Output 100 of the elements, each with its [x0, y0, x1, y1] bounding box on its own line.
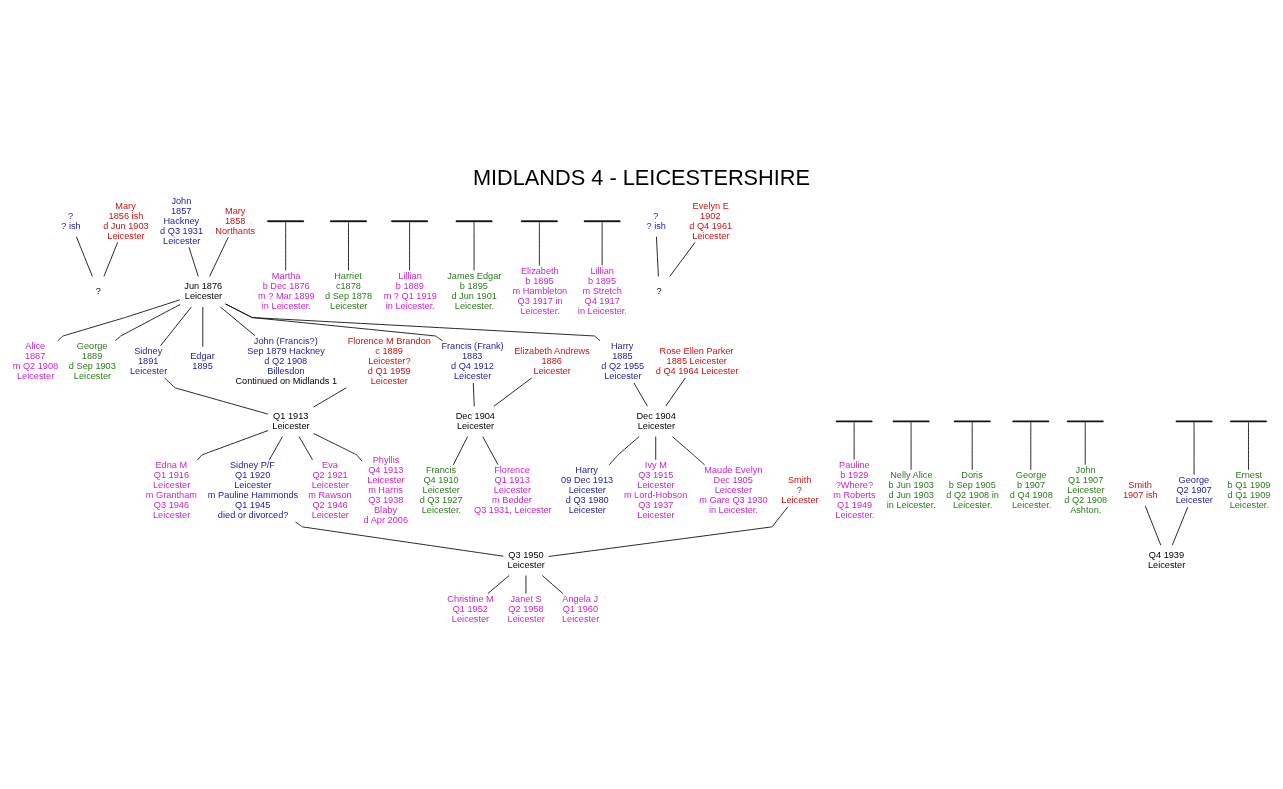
node-text: Harry 09 Dec 1913 Leicester d Q3 1980 Leicester: [561, 464, 614, 515]
node-text: Dec 1904 Leicester: [636, 410, 676, 431]
node-text: ? ? ish: [646, 210, 666, 231]
node-bar: [455, 219, 493, 222]
node-text: ? ? ish: [61, 210, 81, 231]
node-bar: [267, 219, 305, 222]
connector: [633, 382, 648, 407]
node-text: Q3 1950 Leicester: [507, 549, 545, 570]
connector: [473, 221, 475, 271]
node-bar: [520, 219, 558, 222]
node-text: Edgar 1895: [190, 350, 215, 371]
node-text: Mary 1856 ish d Jun 1903 Leicester: [103, 200, 149, 241]
node-text: Harriet c1878 d Sep 1878 Leicester: [325, 270, 373, 311]
connector: [160, 306, 192, 346]
connector: [219, 306, 256, 336]
node-text: Phyllis Q4 1913 Leicester m Harris Q3 1938 Blaby d Apr 2006: [363, 454, 408, 525]
node-text: James Edgar b 1895 d Jun 1901 Leicester.: [447, 270, 502, 311]
node-text: George Q2 1907 Leicester: [1175, 474, 1213, 505]
connector: [409, 221, 410, 271]
node-text: Evelyn E 1902 d Q4 1961 Leicester: [689, 200, 733, 241]
connector: [671, 435, 705, 465]
connector: [295, 521, 504, 557]
connector: [665, 377, 686, 406]
node-text: Janet S Q2 1958 Leicester: [507, 593, 545, 624]
connector: [548, 505, 789, 557]
connector: [971, 421, 973, 470]
connector: [853, 421, 855, 460]
node-text: Elizabeth b 1895 m Hambleton Q3 1917 in Leicester.: [512, 265, 568, 316]
connector: [285, 221, 287, 271]
node-text: Ernest b Q1 1909 d Q1 1909 Leicester.: [1227, 469, 1271, 510]
node-text: Alice 1887 m Q2 1908 Leicester: [12, 340, 59, 381]
node-text: Dec 1904 Leicester: [455, 410, 495, 431]
node-text: Edna M Q1 1916 Leicester m Grantham Q3 1946 Leicester: [145, 459, 197, 520]
node-text: Harry 1885 d Q2 1955 Leicester: [601, 340, 645, 381]
connector: [1171, 506, 1189, 546]
node-text: Florence Q1 1913 Leicester m Bedder Q3 1931, Leicester: [474, 464, 552, 515]
connector: [103, 241, 119, 277]
node-bar: [892, 420, 930, 422]
node-text: Rose Ellen Parker 1885 Leicester d Q4 1964 Leicester: [655, 345, 739, 376]
connector: [188, 246, 199, 277]
connector: [196, 429, 269, 460]
connector: [601, 221, 603, 266]
node-text: Martha b Dec 1876 m ? Mar 1899 in Leicester.: [258, 270, 315, 311]
connector: [209, 236, 229, 277]
connector: [75, 235, 93, 277]
node-text: Christine M Q1 1952 Leicester: [447, 593, 494, 624]
node-text: George 1889 d Sep 1903 Leicester: [68, 340, 116, 381]
node-text: John 1857 Hackney d Q3 1931 Leicester: [160, 195, 204, 246]
connector: [268, 435, 283, 460]
node-text: Doris b Sep 1905 d Q2 1908 in Leicester.: [946, 469, 999, 510]
connector: [348, 221, 349, 271]
connector: [225, 303, 601, 341]
connector: [538, 221, 540, 266]
node-text: Q4 1939 Leicester: [1148, 549, 1186, 570]
node-text: Lillian b 1889 m ? Q1 1919 in Leicester.: [383, 270, 437, 311]
node-text: Q1 1913 Leicester: [272, 410, 310, 431]
connector: [1030, 421, 1032, 470]
node-text: George b 1907 d Q4 1908 Leicester.: [1009, 469, 1053, 510]
node-text: ?: [95, 285, 101, 296]
connector: [910, 421, 912, 470]
connector: [487, 574, 510, 594]
connector: [482, 435, 499, 465]
node-text: ?: [656, 285, 662, 296]
connector: [1248, 421, 1249, 470]
node-text: Smith 1907 ish: [1122, 479, 1158, 500]
node-bar: [835, 420, 873, 422]
node-text: Angela J Q1 1960 Leicester: [561, 593, 600, 624]
connector: [472, 382, 475, 407]
node-text: John (Francis?) Sep 1879 Hackney d Q2 1908 Billesdon: [247, 335, 325, 376]
node-label: Continued on Midlands 1: [235, 375, 338, 386]
connector: [57, 298, 181, 341]
node-bar: [1066, 420, 1104, 422]
node-text: Ivy M Q3 1915 Leicester m Lord-Hobson Q3 1937 Leicester: [623, 459, 688, 520]
node-bar: [1230, 420, 1267, 422]
node-text: Elizabeth Andrews 1886 Leicester: [514, 345, 590, 376]
node-text: Sidney P/F Q1 1920 Leicester m Pauline Hammonds Q1 1945 died or divorced?: [207, 459, 299, 520]
connector: [1144, 505, 1162, 546]
node-text: Florence M Brandon c 1889 Leicester? d Q1 1959 Leicester: [347, 335, 431, 386]
node-text: Maude Evelyn Dec 1905 Leicester m Gare Q3 1930 in Leicester.: [699, 464, 768, 515]
connector: [541, 574, 564, 594]
node-text: Francis Q4 1910 Leicester d Q3 1927 Leicester.: [419, 464, 463, 515]
connector: [493, 377, 533, 407]
node-bar: [1175, 420, 1213, 422]
connector: [1084, 421, 1086, 465]
connector: [608, 435, 640, 465]
node-text: Sidney 1891 Leicester: [129, 345, 168, 376]
node-text: Eva Q2 1921 Leicester m Rawson Q2 1946 Leicester: [308, 459, 352, 520]
node-text: Nelly Alice b Jun 1903 d Jun 1903 in Leicester.: [886, 469, 936, 510]
node-text: Lillian b 1895 m Stretch Q4 1917 in Leicester.: [577, 265, 627, 316]
diagram-title: MIDLANDS 4 - LEICESTERSHIRE: [472, 164, 811, 190]
node-bar: [1012, 420, 1050, 422]
connector: [655, 435, 657, 460]
node-text: Francis (Frank) 1883 d Q4 1912 Leicester: [441, 340, 504, 381]
connector: [669, 241, 696, 277]
node-text: Mary 1858 Northants: [215, 205, 256, 236]
node-text: Smith ? Leicester: [781, 474, 819, 505]
connector: [313, 386, 347, 408]
node-text: Jun 1876 Leicester: [184, 280, 223, 301]
node-bar: [391, 219, 428, 222]
connector: [452, 435, 469, 465]
